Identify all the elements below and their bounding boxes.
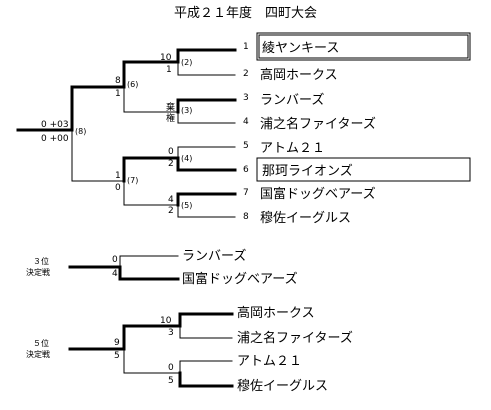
third-team-bottom: 国富ドッグベアーズ: [182, 271, 298, 287]
score-g5-bottom: 2: [168, 206, 174, 216]
seed-7: 7: [243, 188, 249, 198]
score-g2-top: 10: [160, 53, 172, 63]
score-g6-bottom: 1: [115, 89, 121, 99]
label-g8: (8): [75, 127, 86, 136]
fifth-team-2: 浦之名ファイターズ: [237, 330, 353, 346]
team-name-3: ランバーズ: [260, 92, 324, 108]
box-team-6: [256, 157, 471, 182]
score-g8-top: 0 +03: [41, 120, 69, 130]
third-place-label-2: 決定戦: [26, 267, 50, 277]
fifth-semi2-score-top: 0: [168, 363, 174, 373]
score-g3-bottom: 権: [166, 112, 175, 124]
fifth-semi1-score-bottom: 3: [168, 328, 174, 338]
fifth-place-label-1: ５位: [33, 338, 49, 348]
fifth-semi1-score-top: 10: [160, 316, 172, 326]
seed-4: 4: [243, 117, 249, 127]
team-name-1: 綾ヤンキース: [262, 40, 339, 56]
seed-8: 8: [243, 212, 249, 222]
team-name-5: アトム２１: [260, 141, 325, 156]
score-g5-top: 4: [168, 195, 174, 205]
team-name-2: 高岡ホークス: [260, 67, 338, 83]
team-name-7: 国富ドッグベアーズ: [260, 186, 376, 202]
score-g7-bottom: 0: [115, 183, 121, 193]
score-g3-top: 棄: [166, 101, 175, 113]
score-g4-bottom: 2: [168, 159, 174, 169]
label-g7: (7): [127, 176, 138, 185]
box-team-1: [256, 32, 471, 61]
fifth-final-score-top: 9: [114, 338, 120, 348]
third-score-bottom: 4: [112, 269, 118, 279]
fifth-semi2-score-bottom: 5: [168, 376, 174, 386]
score-g6-top: 8: [115, 76, 121, 86]
seed-1: 1: [243, 42, 249, 52]
page-title: 平成２１年度 四町大会: [173, 6, 317, 21]
label-g5: (5): [181, 201, 192, 210]
fifth-team-1: 高岡ホークス: [237, 305, 315, 321]
seed-5: 5: [243, 141, 249, 151]
fifth-team-4: 穆佐イーグルス: [237, 379, 328, 394]
fifth-team-3: アトム２１: [237, 354, 302, 369]
third-score-top: 0: [112, 255, 118, 265]
score-g2-bottom: 1: [166, 65, 172, 75]
box-team-1-inner: [258, 34, 469, 59]
seed-3: 3: [243, 93, 249, 103]
third-team-top: ランバーズ: [182, 248, 246, 264]
seed-2: 2: [243, 69, 249, 79]
seed-6: 6: [243, 165, 249, 175]
team-name-6: 那珂ライオンズ: [262, 163, 353, 179]
score-g7-top: 1: [115, 171, 121, 181]
team-name-4: 浦之名ファイターズ: [260, 116, 376, 132]
label-g4: (4): [181, 154, 192, 163]
label-g6: (6): [127, 80, 138, 89]
fifth-place-label-2: 決定戦: [26, 349, 50, 359]
score-g8-bottom: 0 +00: [41, 134, 69, 144]
fifth-final-score-bottom: 5: [114, 351, 120, 361]
third-place-label-1: ３位: [33, 256, 49, 266]
label-g3: (3): [181, 106, 192, 115]
label-g2: (2): [181, 58, 192, 67]
team-name-8: 穆佐イーグルス: [260, 211, 351, 226]
score-g4-top: 0: [168, 147, 174, 157]
